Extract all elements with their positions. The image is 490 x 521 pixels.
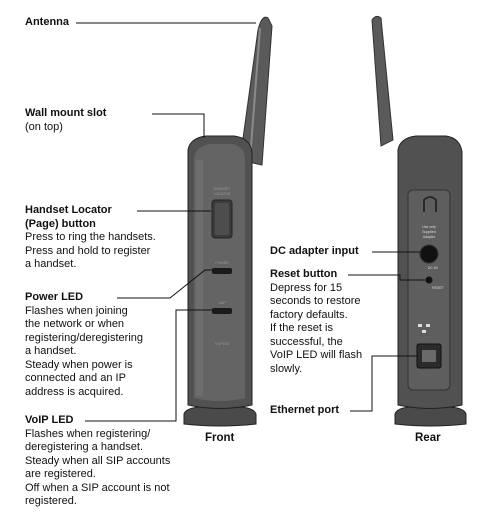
- reset-button-label: Reset button Depress for 15 seconds to r…: [270, 268, 362, 376]
- front-foot: [183, 406, 257, 427]
- voip-led-desc-6: registered.: [25, 495, 77, 507]
- antenna-label: Antenna: [25, 16, 69, 30]
- reset-desc-2: seconds to restore: [270, 295, 361, 307]
- handset-locator-desc-2: Press and hold to register: [25, 244, 151, 257]
- voip-led-desc-1: Flashes when registering/: [25, 427, 151, 440]
- wall-mount-title: Wall mount slot: [25, 107, 107, 119]
- reset-desc-3: factory defaults.: [270, 308, 348, 321]
- front-voip-label: VoIP: [218, 301, 226, 305]
- leader-ethernet: [350, 355, 417, 412]
- ethernet-port-label: Ethernet port: [270, 404, 339, 418]
- reset-desc-6: VoIP LED will flash: [270, 349, 363, 361]
- power-led-desc-6: connected and an IP: [25, 372, 126, 384]
- power-led-desc-7: address is acquired.: [25, 385, 124, 398]
- power-led-desc-3: registering/deregistering: [25, 331, 144, 344]
- handset-locator-desc-3: a handset.: [25, 258, 77, 270]
- voip-led-label: VoIP LED Flashes when registering/ dereg…: [25, 414, 170, 509]
- rear-device: Use only Supplied Adapter DC 6V RESET: [371, 15, 467, 427]
- wall-mount-label: Wall mount slot (on top): [25, 107, 106, 134]
- antenna-title: Antenna: [25, 16, 69, 28]
- rear-adapter-note-1: Use only: [422, 225, 436, 229]
- rear-power-rating: DC 6V: [428, 266, 439, 270]
- front-view-caption: Front: [205, 432, 235, 444]
- front-locator-label-2: LOCATOR: [214, 192, 231, 196]
- handset-locator-desc-1: Press to ring the handsets.: [25, 231, 156, 243]
- handset-locator-title-1: Handset Locator: [25, 204, 112, 216]
- rear-reset-button: [425, 276, 433, 284]
- handset-locator-title-2: (Page) button: [25, 217, 96, 230]
- dc-adapter-label: DC adapter input: [270, 245, 359, 259]
- front-model-label: VDP605: [215, 342, 229, 346]
- leader-power-led: [117, 269, 212, 299]
- rear-antenna: [371, 15, 394, 147]
- front-locator-label-1: HANDSET: [214, 187, 232, 191]
- rear-adapter-note-3: Adapter: [423, 235, 436, 239]
- rear-foot: [394, 406, 467, 427]
- reset-desc-7: slowly.: [270, 362, 303, 375]
- power-led-desc-4: a handset.: [25, 345, 77, 357]
- leader-reset: [348, 274, 425, 281]
- power-led-label: Power LED Flashes when joining the netwo…: [25, 291, 143, 399]
- power-led-desc-5: Steady when power is: [25, 358, 133, 371]
- rear-adapter-note-2: Supplied: [422, 230, 436, 234]
- network-symbol-icon: [418, 324, 430, 333]
- rear-reset-label: RESET: [432, 286, 445, 290]
- reset-desc-4: If the reset is: [270, 322, 333, 334]
- reset-desc-5: successful, the: [270, 335, 343, 348]
- dc-adapter-title: DC adapter input: [270, 245, 359, 257]
- voip-led-desc-2: deregistering a handset.: [25, 441, 144, 453]
- voip-led-desc-4: are registered.: [25, 468, 96, 480]
- reset-button-title: Reset button: [270, 268, 338, 280]
- front-device: HANDSET LOCATOR POWER VoIP VDP605: [183, 16, 273, 427]
- front-power-led: [212, 268, 232, 274]
- front-voip-led: [212, 308, 232, 314]
- handset-locator-label: Handset Locator (Page) button Press to r…: [25, 204, 156, 272]
- rear-view-caption: Rear: [415, 432, 441, 444]
- rear-plate: [407, 189, 451, 391]
- wall-mount-note: (on top): [25, 120, 63, 133]
- leader-voip-led: [85, 309, 212, 422]
- front-power-label: POWER: [215, 261, 229, 265]
- voip-led-desc-3: Steady when all SIP accounts: [25, 454, 171, 467]
- rear-dc-input: [419, 244, 439, 264]
- power-led-desc-2: the network or when: [25, 318, 125, 330]
- voip-led-title: VoIP LED: [25, 414, 74, 426]
- leader-lines: [76, 22, 425, 422]
- power-led-desc-1: Flashes when joining: [25, 304, 128, 317]
- rear-wall-slot: [423, 196, 437, 212]
- voip-led-desc-5: Off when a SIP account is not: [25, 481, 170, 494]
- ethernet-port-title: Ethernet port: [270, 404, 340, 416]
- reset-desc-1: Depress for 15: [270, 281, 343, 294]
- power-led-title: Power LED: [25, 291, 84, 303]
- leader-wall-mount: [152, 113, 205, 138]
